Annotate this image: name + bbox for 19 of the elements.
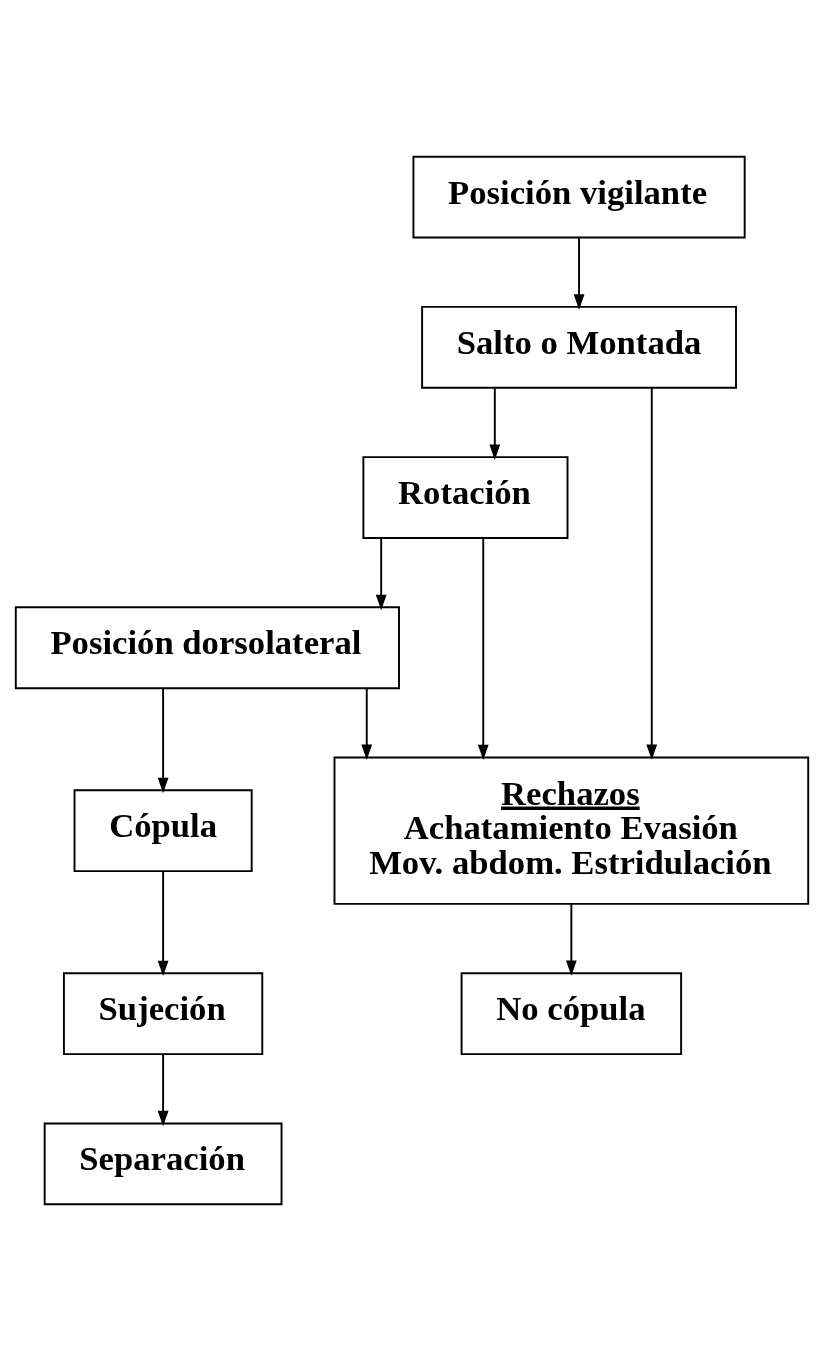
node-box: Separación — [43, 1121, 283, 1205]
arrow — [477, 536, 489, 760]
node-box: Rotación — [362, 455, 569, 539]
arrow — [361, 686, 373, 760]
node-box: No cópula — [460, 971, 683, 1055]
node-box: Posición vigilante — [412, 155, 746, 239]
arrow — [157, 686, 169, 793]
node-box: Posición dorsolateral — [14, 605, 400, 689]
node-box: Salto o Montada — [421, 305, 737, 389]
arrow — [157, 1053, 169, 1126]
arrow — [375, 537, 387, 610]
node-box: Cópula — [73, 788, 253, 872]
arrow — [157, 869, 169, 976]
arrow — [565, 902, 577, 976]
arrow — [489, 386, 501, 460]
node-box: Sujeción — [62, 971, 264, 1055]
arrow — [646, 387, 658, 760]
arrow — [573, 236, 585, 310]
node-box: Rechazos Achatamiento Evasión Mov. abdom. Estridulación — [333, 756, 810, 905]
